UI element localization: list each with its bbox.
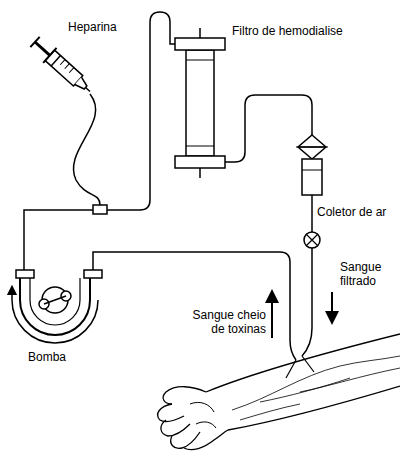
tube xyxy=(93,252,296,360)
tube xyxy=(225,95,312,162)
flow-arrow xyxy=(271,296,273,338)
tube xyxy=(107,12,175,210)
pump-label: Bomba xyxy=(28,350,108,364)
filter-label: Filtro de hemodialise xyxy=(232,24,372,38)
tube xyxy=(311,203,313,232)
tube xyxy=(302,248,312,356)
heparin-tube xyxy=(73,94,100,205)
air-collector-label: Coletor de ar xyxy=(317,205,397,219)
clamp xyxy=(304,232,320,248)
flow-label: Sangue filtrado xyxy=(340,260,396,288)
flow-label: Sangue cheio de toxinas xyxy=(180,308,266,336)
air-collector xyxy=(296,135,328,203)
syringe-label: Heparina xyxy=(68,20,158,34)
junction xyxy=(93,205,107,214)
arm xyxy=(158,334,400,450)
hemodialysis-filter xyxy=(175,28,225,178)
syringe xyxy=(28,35,96,99)
pump xyxy=(12,270,102,343)
tube xyxy=(24,210,93,270)
flow-arrow xyxy=(331,292,333,318)
